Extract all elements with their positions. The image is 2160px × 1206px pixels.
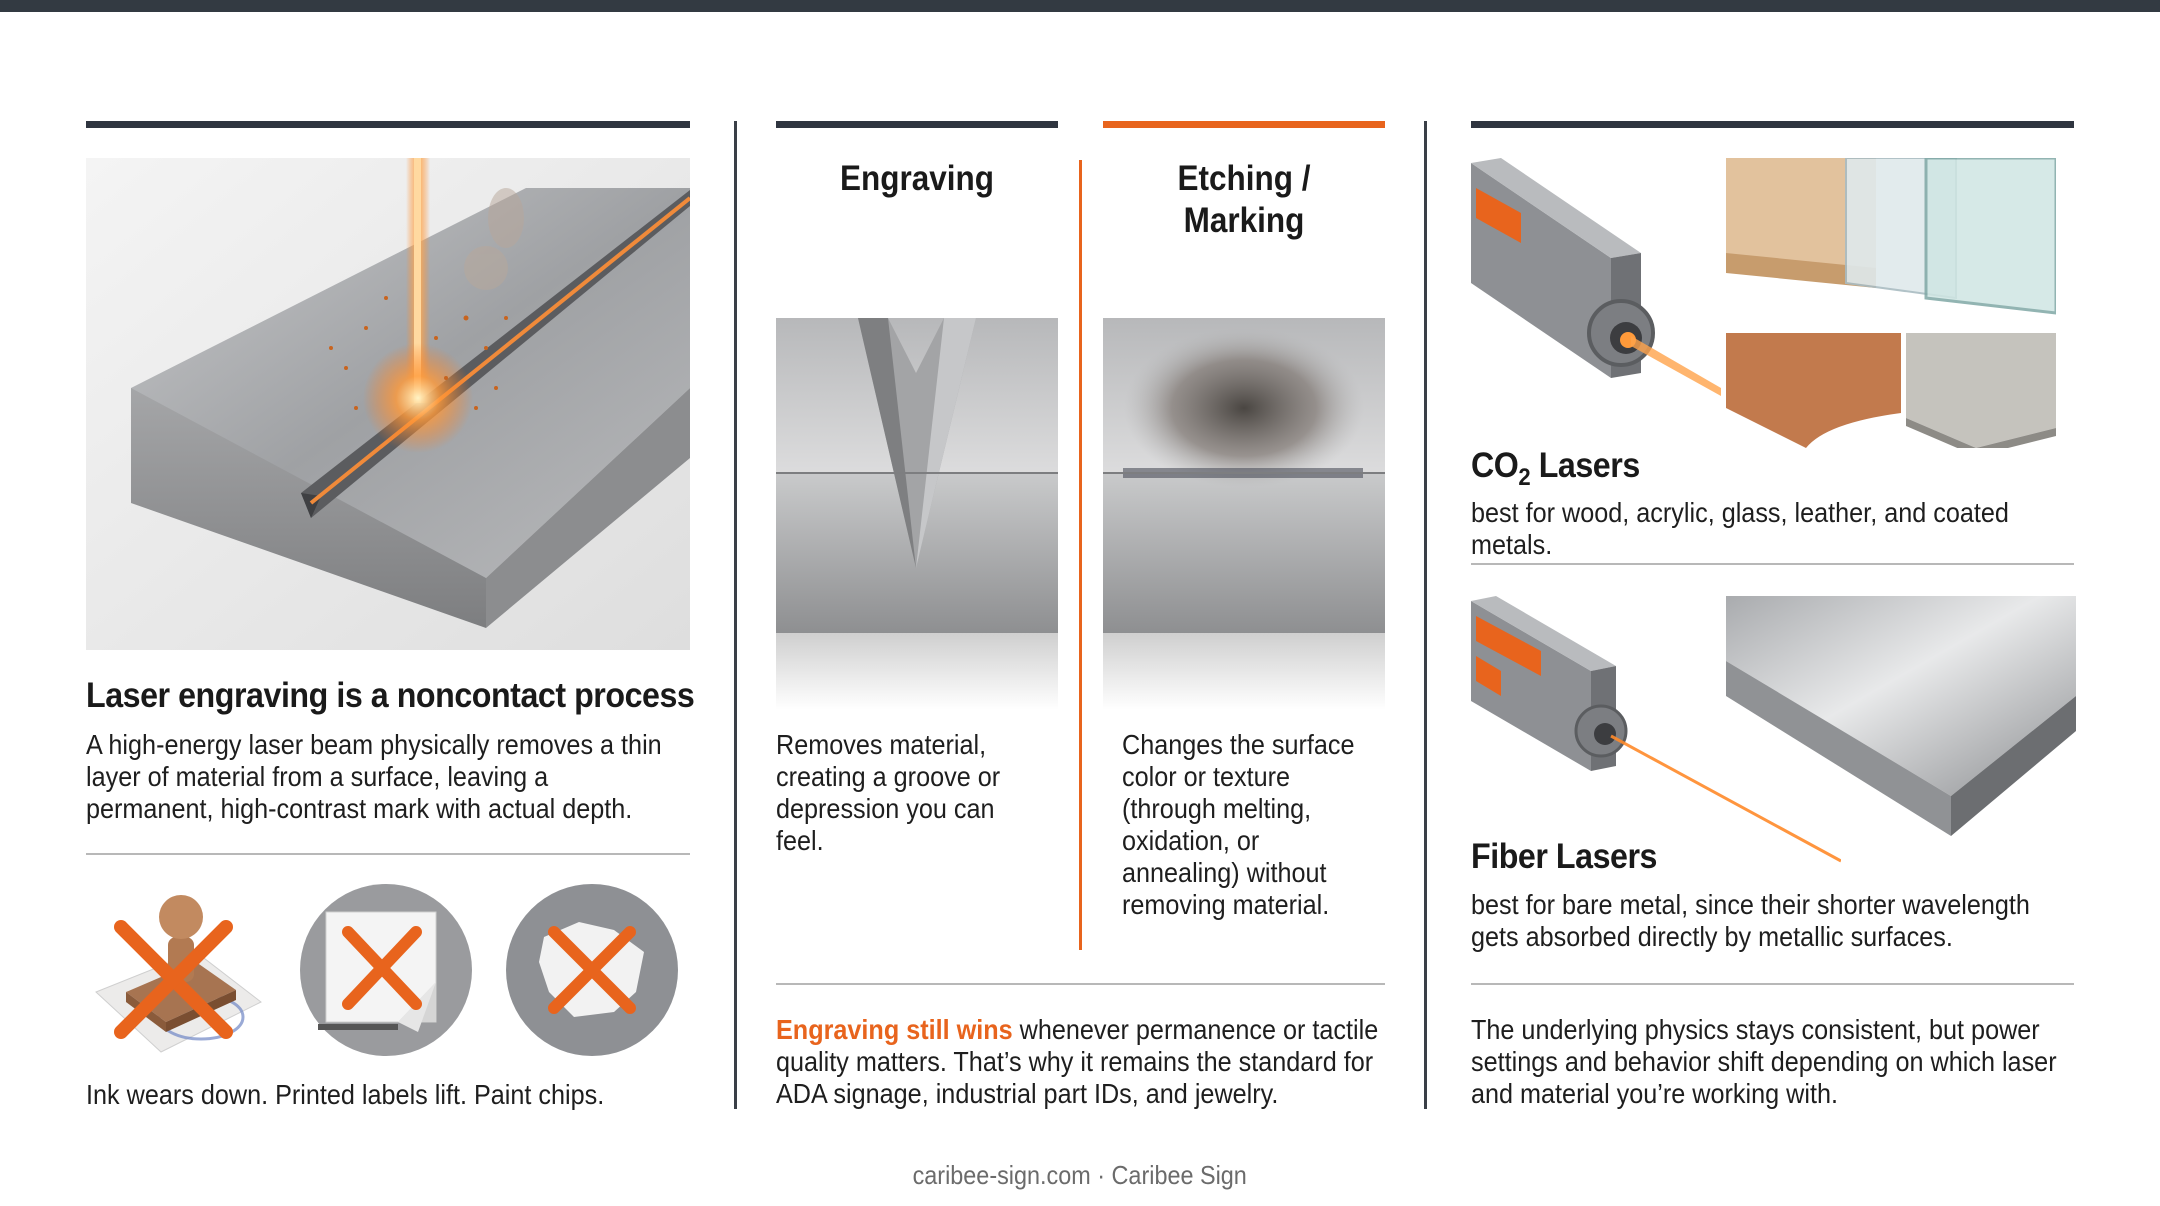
etching-description: Changes the surface color or texture (th… bbox=[1122, 729, 1355, 920]
left-heading: Laser engraving is a noncontact process bbox=[86, 676, 695, 715]
engraving-title-wrap: Engraving bbox=[776, 158, 1058, 200]
top-bar bbox=[0, 0, 2160, 12]
right-divider-1 bbox=[1471, 563, 2074, 565]
co2-materials-image bbox=[1726, 158, 2056, 448]
etching-title-line1: Etching / bbox=[1177, 159, 1311, 198]
engraving-groove-image bbox=[776, 318, 1058, 710]
middle-divider bbox=[776, 983, 1385, 985]
footer-text: caribee-sign.com · Caribee Sign bbox=[912, 1160, 1248, 1190]
left-description: A high-energy laser beam physically remo… bbox=[86, 729, 662, 824]
note-highlight: Engraving still wins bbox=[776, 1014, 1013, 1045]
etching-surface-image bbox=[1103, 318, 1385, 710]
co2-title-main: CO bbox=[1471, 446, 1519, 485]
co2-laser-image bbox=[1471, 158, 1721, 408]
engraving-title: Engraving bbox=[839, 159, 995, 198]
engraving-description: Removes material, creating a groove or d… bbox=[776, 729, 1001, 856]
middle-note: Engraving still wins whenever permanence… bbox=[776, 1014, 1388, 1110]
peeling-label-x-icon bbox=[298, 882, 474, 1058]
left-divider bbox=[86, 853, 690, 855]
column-divider-left bbox=[734, 121, 737, 1109]
footer: caribee-sign.com · Caribee Sign bbox=[0, 1160, 2160, 1191]
engraving-top-rule bbox=[776, 121, 1058, 128]
stamp-x-icon bbox=[86, 882, 266, 1058]
right-closing-text: The underlying physics stays consistent,… bbox=[1471, 1014, 2057, 1109]
etching-title-wrap: Etching / Marking bbox=[1103, 158, 1385, 242]
fiber-title: Fiber Lasers bbox=[1471, 837, 1657, 876]
right-divider-2 bbox=[1471, 983, 2074, 985]
note-rest: whenever permanence or tactile quality m… bbox=[776, 1014, 1379, 1109]
column-divider-right bbox=[1424, 121, 1427, 1109]
etching-title-line2: Marking bbox=[1183, 201, 1305, 240]
left-top-rule bbox=[86, 121, 690, 128]
engraving-etching-divider bbox=[1079, 160, 1082, 950]
paint-chip-x-icon bbox=[504, 882, 680, 1058]
fiber-description: best for bare metal, since their shorter… bbox=[1471, 889, 2030, 952]
etching-top-rule bbox=[1103, 121, 1385, 128]
co2-title-rest: Lasers bbox=[1530, 446, 1641, 485]
co2-title-subscript: 2 bbox=[1518, 464, 1531, 491]
left-caption: Ink wears down. Printed labels lift. Pai… bbox=[86, 1079, 605, 1110]
bare-metal-plate-image bbox=[1726, 596, 2076, 846]
right-top-rule bbox=[1471, 121, 2074, 128]
co2-description: best for wood, acrylic, glass, leather, … bbox=[1471, 497, 2009, 560]
co2-title: CO2 Lasers bbox=[1471, 446, 1640, 492]
fiber-laser-image bbox=[1471, 596, 1841, 866]
laser-engraving-image bbox=[86, 158, 690, 650]
